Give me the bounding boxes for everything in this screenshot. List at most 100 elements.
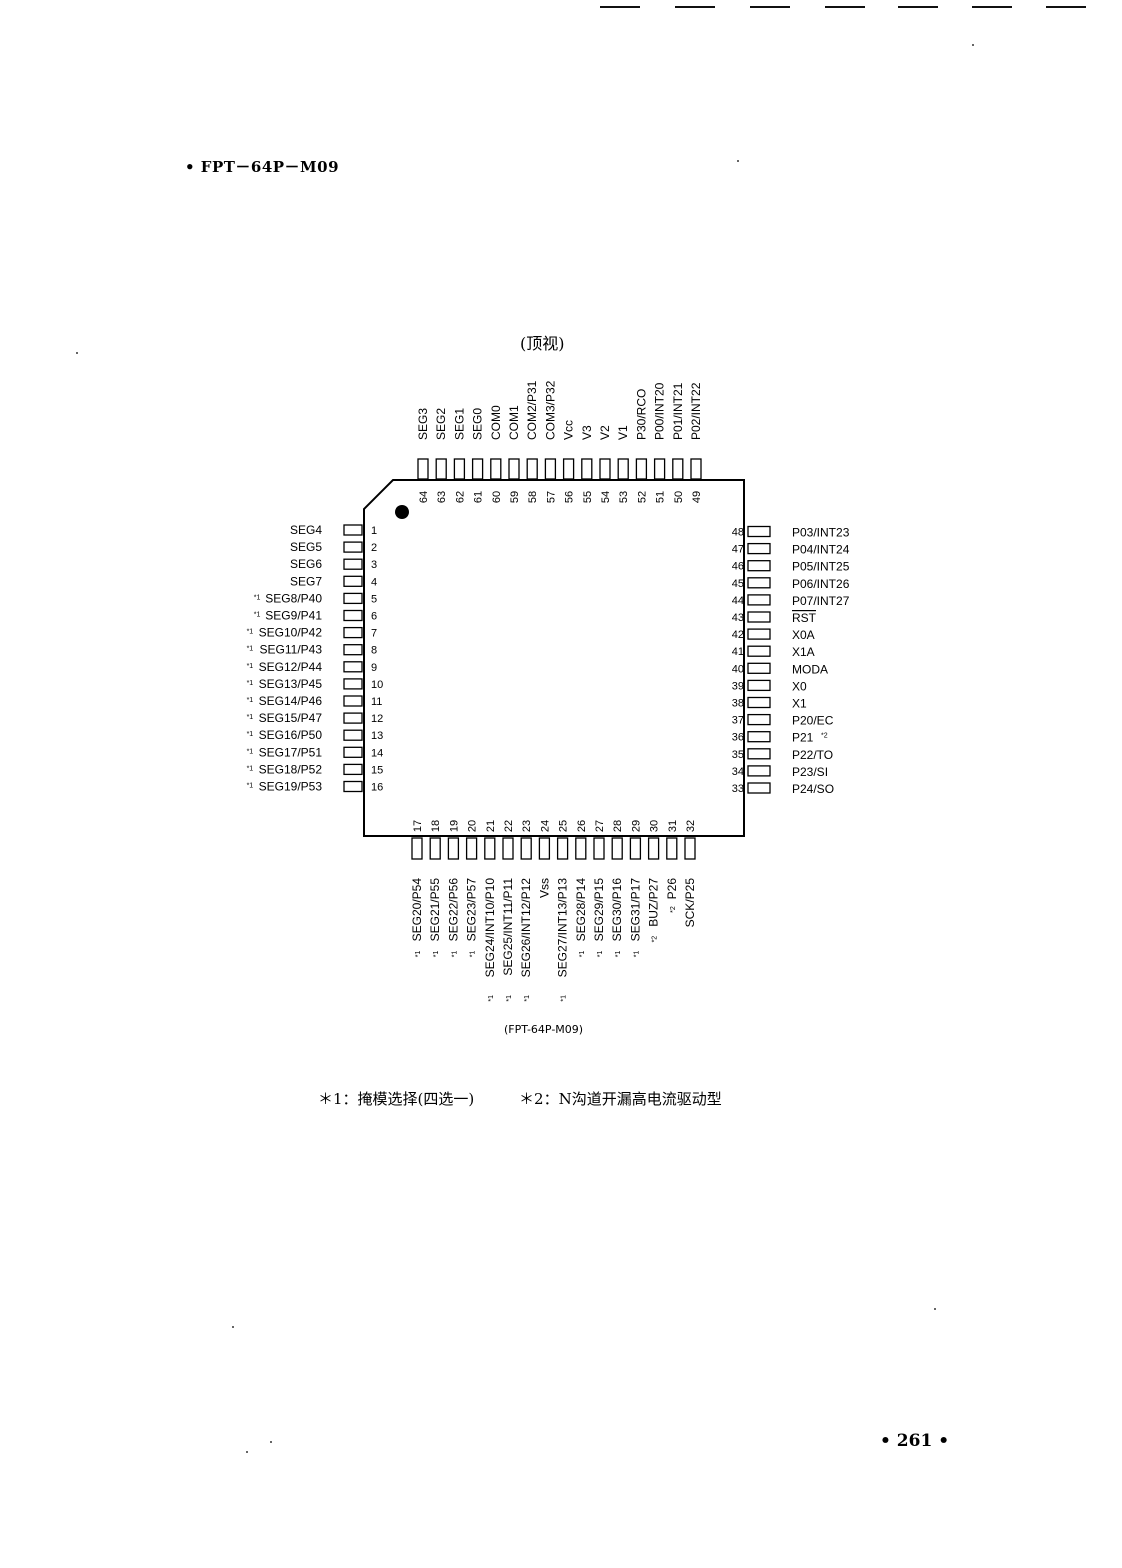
pin-stub	[343, 524, 363, 536]
pin-stub	[343, 763, 363, 776]
footnote-mark: *1	[254, 594, 261, 601]
pin-label: X0A	[792, 628, 815, 642]
footnote-mark: *1	[247, 680, 254, 687]
pin-label: SEG13/P45	[259, 677, 323, 691]
pin-stub	[747, 611, 771, 623]
pin-label: SEG0	[471, 408, 485, 440]
pin1-marker-dot	[395, 505, 409, 519]
pin-number: 6	[371, 611, 377, 623]
pin-stub	[747, 594, 771, 606]
pin-stub	[747, 731, 771, 743]
pin-number: 54	[600, 491, 612, 503]
pin-label: RST	[792, 611, 817, 625]
pin-stub	[343, 592, 363, 605]
footnote-mark: *1	[247, 714, 254, 721]
pin-stub	[544, 458, 557, 480]
pin-label: SCK/P25	[683, 878, 697, 928]
footnote-mark: *1	[247, 629, 254, 636]
pin-stub	[502, 837, 514, 860]
pin-number: 5	[371, 593, 377, 605]
footnote-mark: *1	[451, 951, 458, 958]
pin-label: SEG26/INT12/P12	[519, 878, 533, 978]
footnote-2: ＊2：N沟道开漏高电流驱动型	[519, 1090, 722, 1108]
pin-stub	[747, 560, 771, 572]
footnote-mark: *1	[247, 697, 254, 704]
pin-stub	[684, 837, 696, 860]
pin-number: 32	[685, 820, 697, 832]
pin-number: 12	[371, 713, 383, 725]
scan-speck	[232, 1326, 234, 1328]
footnote-mark: *1	[597, 951, 604, 958]
pin-stub	[747, 525, 771, 538]
pin-stub	[417, 458, 429, 480]
pin-label: SEG5	[290, 540, 322, 554]
pin-stub	[575, 837, 587, 860]
pin-number: 14	[371, 747, 383, 759]
pin-stub	[343, 678, 363, 690]
pin-number: 21	[485, 820, 497, 832]
footnote-mark: *1	[247, 783, 254, 790]
pin-number: 37	[732, 715, 744, 727]
footnote-mark: *1	[247, 765, 254, 772]
pin-stub	[538, 837, 551, 860]
scan-speck	[972, 44, 974, 46]
pin-stub	[447, 837, 460, 860]
pin-number: 52	[636, 491, 648, 503]
pin-number: 35	[732, 749, 744, 761]
pin-number: 45	[732, 578, 744, 590]
pin-stub	[490, 458, 502, 480]
pin-stub	[484, 837, 496, 860]
top-view-label: (顶视)	[520, 334, 565, 353]
pin-number: 13	[371, 730, 383, 742]
footnotes: ＊1：掩模选择(四选一) ＊2：N沟道开漏高电流驱动型	[318, 1088, 762, 1109]
pin-stub	[411, 837, 423, 860]
pin-label: SEG11/P43	[260, 643, 323, 657]
pin-label: SEG27/INT13/P13	[556, 878, 570, 978]
pin-number: 46	[732, 561, 744, 573]
pin-label: SEG7	[290, 574, 322, 588]
pin-number: 39	[732, 680, 744, 692]
pin-stub	[611, 837, 623, 860]
pin-number: 26	[576, 820, 588, 832]
pin-number: 34	[732, 766, 744, 778]
pin-stub	[747, 696, 771, 709]
pin-number: 10	[371, 679, 383, 691]
pin-stub	[747, 645, 771, 657]
pin-label: COM1	[507, 405, 521, 440]
pin-stub	[747, 782, 771, 794]
page-number: • 261 •	[880, 1431, 950, 1451]
pin-label: SEG6	[290, 557, 322, 571]
pin-label: SEG20/P54	[410, 878, 424, 942]
pin-label: P23/SI	[792, 765, 828, 779]
pin-number: 2	[371, 542, 377, 554]
pin-number: 58	[527, 491, 539, 503]
pin-stub	[593, 837, 605, 860]
pin-label: V3	[580, 425, 594, 440]
footnote-1: ＊1：掩模选择(四选一)	[318, 1090, 475, 1108]
pin-label: COM2/P31	[525, 380, 539, 440]
pin-number: 53	[618, 491, 630, 503]
scan-speck	[737, 160, 739, 162]
footnote-mark: *1	[470, 951, 477, 958]
pin-stub	[666, 837, 678, 860]
pin-stub	[343, 644, 363, 656]
pin-label: SEG17/P51	[259, 745, 323, 759]
package-caption: (FPT-64P-M09)	[504, 1023, 584, 1036]
pin-number: 18	[430, 820, 442, 832]
pin-stub	[635, 458, 648, 480]
pin-stub	[343, 661, 363, 673]
pin-stub	[690, 458, 702, 480]
pin-stub	[747, 628, 771, 640]
pin-number: 28	[612, 820, 624, 832]
footnote-mark: *1	[561, 995, 568, 1002]
pin-number: 41	[732, 646, 744, 658]
pin-stub	[747, 713, 771, 726]
pin-stub	[747, 662, 771, 674]
pin-label: P06/INT26	[792, 577, 850, 591]
package-heading: • FPT－64P－M09	[185, 158, 340, 176]
pin-number: 19	[448, 820, 460, 832]
pin-number: 38	[732, 698, 744, 710]
pin-stub	[343, 729, 363, 741]
pin-label: SEG24/INT10/P10	[483, 878, 497, 978]
pin-label: SEG16/P50	[259, 728, 323, 742]
